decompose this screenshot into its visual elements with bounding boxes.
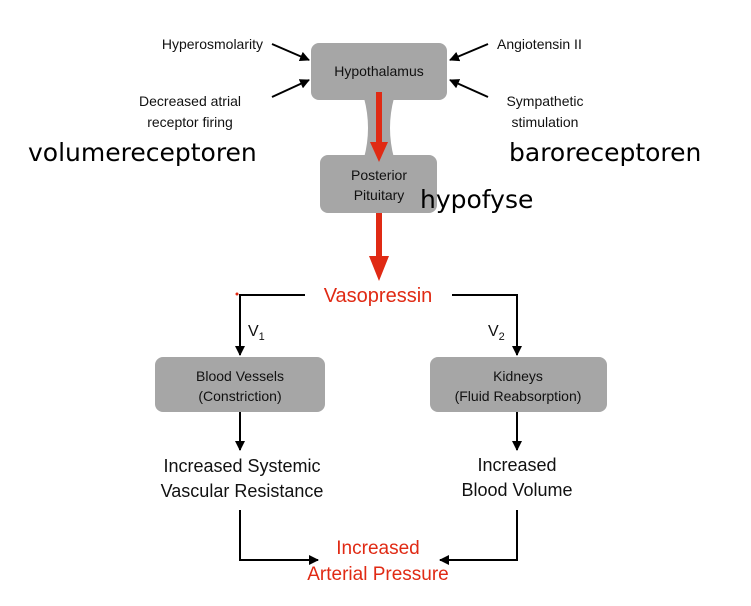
atrial-label-2: receptor firing (147, 114, 233, 130)
atrial-label-1: Decreased atrial (139, 93, 241, 109)
angiotensin-label: Angiotensin II (497, 36, 582, 52)
atrial-arrow (271, 79, 310, 98)
pituitary-label-1: Posterior (351, 167, 407, 183)
vasopressin-label: Vasopressin (324, 285, 433, 307)
hyperosmolarity-label: Hyperosmolarity (162, 36, 263, 52)
pituitary-label-2: Pituitary (354, 187, 405, 203)
hypofyse-annotation: hypofyse (420, 185, 533, 214)
v1-branch-arrow (235, 294, 305, 356)
svr-to-pressure-arrow (239, 510, 319, 565)
kidneys-label-1: Kidneys (493, 368, 543, 384)
hyperosmolarity-arrow (271, 43, 310, 62)
pressure-label-1: Increased (336, 538, 419, 559)
blood-volume-label-2: Blood Volume (461, 480, 572, 500)
blood-vessels-box (155, 357, 325, 412)
svr-label-2: Vascular Resistance (161, 481, 324, 501)
blood-vessels-label-1: Blood Vessels (196, 368, 284, 384)
baroreceptoren-annotation: baroreceptoren (509, 138, 701, 167)
volume-to-pressure-arrow (439, 510, 518, 565)
red-dot (235, 292, 239, 296)
v2-label: V2 (488, 323, 505, 343)
posterior-pituitary-box (320, 155, 437, 213)
sympathetic-label-1: Sympathetic (506, 93, 583, 109)
kidneys-box (430, 357, 607, 412)
red-arrow-pituitary-to-vasopressin (369, 213, 389, 281)
pressure-label-2: Arterial Pressure (307, 564, 449, 585)
angiotensin-arrow (449, 43, 489, 62)
sympathetic-arrow (449, 79, 489, 98)
hypothalamus-box (311, 43, 447, 100)
blood-volume-label-1: Increased (477, 455, 556, 475)
sympathetic-label-2: stimulation (512, 114, 579, 130)
v2-branch-arrow (452, 294, 522, 356)
volumereceptoren-annotation: volumereceptoren (28, 138, 257, 167)
v1-label: V1 (248, 323, 265, 343)
kidneys-label-2: (Fluid Reabsorption) (455, 388, 582, 404)
blood-vessels-label-2: (Constriction) (198, 388, 281, 404)
svr-label-1: Increased Systemic (163, 456, 320, 476)
hypothalamus-label: Hypothalamus (334, 63, 424, 79)
red-arrow-hypothalamus-to-pituitary (370, 92, 388, 162)
